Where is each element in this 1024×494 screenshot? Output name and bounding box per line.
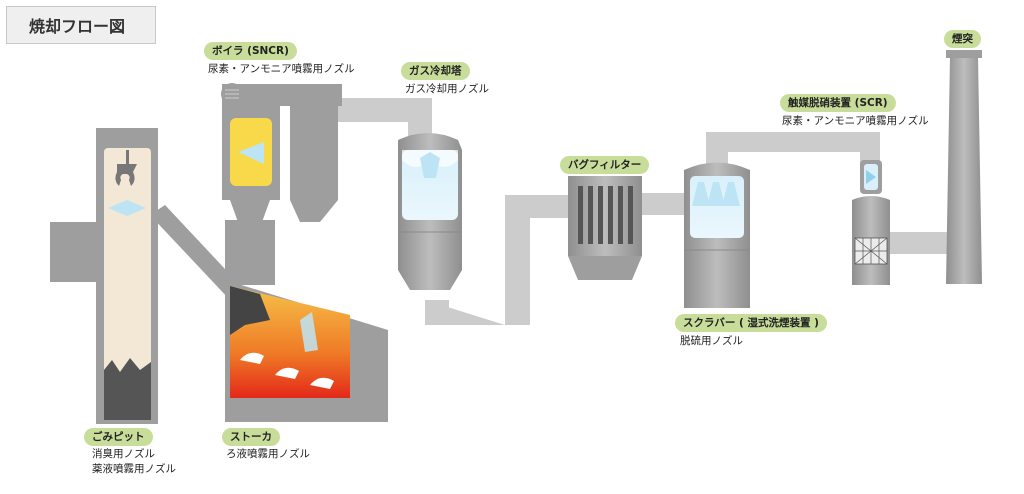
note-scr: 尿素・アンモニア噴霧用ノズル — [782, 115, 929, 127]
scrubber — [684, 162, 750, 308]
boiler — [221, 83, 342, 285]
label-scr: 触媒脱硝装置 (SCR) — [780, 94, 896, 112]
crane-icon — [115, 150, 137, 186]
label-chimney: 煙突 — [944, 30, 981, 48]
chimney — [946, 50, 982, 284]
pit-waste — [104, 358, 151, 420]
gas-cooling-tower — [398, 133, 462, 290]
note-pit-2: 薬液噴霧用ノズル — [92, 463, 176, 475]
scrubber-sprays — [692, 182, 740, 206]
chute — [150, 205, 240, 300]
duct-cooling-outlet — [425, 300, 449, 325]
ducts — [330, 98, 952, 325]
note-gas-cooling: ガス冷却用ノズル — [405, 83, 489, 95]
catalyst-grid — [854, 237, 888, 265]
boiler-spray — [238, 142, 264, 164]
label-boiler: ボイラ (SNCR) — [204, 42, 297, 60]
furnace — [50, 205, 388, 422]
furnace-inlet — [50, 222, 100, 282]
pit-interior — [104, 148, 151, 420]
filter-bags — [578, 186, 633, 244]
label-gas-cooling: ガス冷却塔 — [401, 62, 470, 80]
note-stoker: ろ液噴霧用ノズル — [226, 448, 310, 460]
note-boiler: 尿素・アンモニア噴霧用ノズル — [208, 63, 355, 75]
scr-unit — [852, 160, 890, 285]
duct-scr-to-chimney — [890, 232, 952, 254]
stoker-spray — [300, 312, 318, 352]
label-stoker: ストーカ — [222, 428, 280, 446]
page-title: 焼却フロー図 — [6, 6, 156, 44]
duct-cooling-inlet — [408, 98, 432, 138]
stoker-grates — [240, 352, 334, 389]
cooling-spray — [420, 152, 440, 178]
pit-spray — [108, 200, 146, 216]
stoker-waste — [230, 286, 270, 335]
note-scrubber: 脱硫用ノズル — [680, 335, 743, 347]
scr-spray — [866, 170, 876, 184]
duct-scrubber-to-scr — [706, 132, 880, 175]
duct-bag-to-scrubber — [640, 193, 690, 215]
bag-filter — [568, 176, 642, 280]
note-pit-1: 消臭用ノズル — [92, 448, 155, 460]
label-scrubber: スクラバー ( 湿式洗煙装置 ) — [675, 314, 827, 332]
label-bag-filter: バグフィルター — [560, 156, 650, 174]
refuse-pit — [96, 128, 158, 424]
label-pit: ごみピット — [84, 428, 153, 446]
